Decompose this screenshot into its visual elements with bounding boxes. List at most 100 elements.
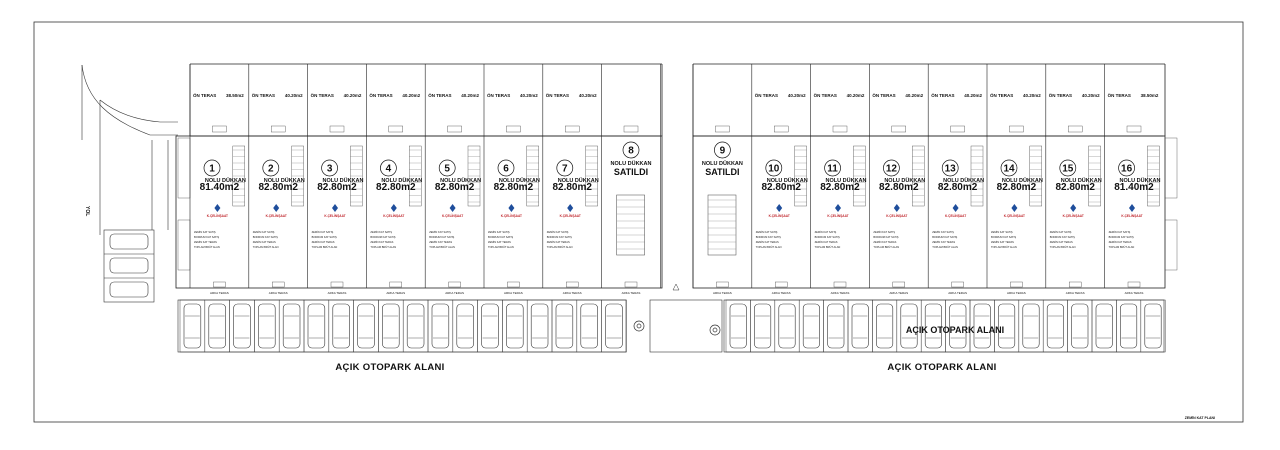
terrace-area: 40.20m2: [788, 93, 806, 98]
unit-area: 82.80m2: [879, 182, 919, 193]
rear-door-icon: [775, 281, 788, 288]
spec-line: TOPLAM BRÜT ALAN: [547, 245, 573, 249]
brand-logo-text: K.ÇELİNŞAAT: [1121, 214, 1142, 218]
spec-line: ZEMİN KAT TERAS: [547, 239, 570, 244]
spec-line: ZEMİN KAT TERAS: [253, 239, 276, 244]
spec-line: ZEMİN KAT SATIŞ: [547, 229, 569, 234]
unit-number: 2: [268, 164, 274, 175]
unit-title: NOLU DÜKKAN: [1061, 177, 1102, 184]
car-icon: [1120, 303, 1138, 349]
car-icon: [481, 303, 499, 349]
stair-core: [707, 194, 737, 256]
rear-door-icon: [213, 281, 226, 288]
rear-door-icon: [507, 281, 520, 288]
brand-logo-text: K.ÇELİNŞAAT: [324, 214, 345, 218]
spec-line: ZEMİN KAT SATIŞ: [873, 229, 895, 234]
spec-line: ZEMİN KAT SATIŞ: [932, 229, 954, 234]
rear-terrace-label: ARKA TERAS: [1066, 291, 1085, 295]
terrace-label: ÖN TERAS: [311, 92, 334, 98]
parking-stall: [551, 299, 578, 353]
car-icon: [357, 303, 375, 349]
unit-number: 9: [720, 146, 726, 157]
rear-terrace-label: ARKA TERAS: [328, 291, 347, 295]
terrace-label: ÖN TERAS: [252, 92, 275, 98]
unit-number: 8: [628, 146, 634, 157]
spec-line: TOPLAM BRÜT ALAN: [370, 245, 396, 249]
stall-outline: [1091, 299, 1117, 353]
car-icon: [802, 303, 820, 349]
car-icon: [382, 303, 400, 349]
entrance-arrow-icon: [672, 283, 680, 291]
spec-line: BODRUM KAT SATIŞ: [991, 235, 1016, 239]
car-icon: [973, 303, 991, 349]
spec-line: ZEMİN KAT SATIŞ: [488, 229, 510, 234]
rear-door-icon: [1068, 281, 1082, 288]
stair-core: [616, 194, 645, 256]
brand-logo-icon: [1070, 204, 1077, 212]
unit-title: NOLU DÜKKAN: [611, 160, 652, 167]
car-icon: [949, 303, 967, 349]
unit-area: 82.80m2: [820, 182, 860, 193]
unit-title: NOLU DÜKKAN: [323, 177, 364, 184]
brand-logo-icon: [952, 204, 959, 212]
unit-area: 82.80m2: [997, 182, 1037, 193]
unit-number-circle: [321, 159, 338, 177]
road-label: YOL: [84, 206, 90, 216]
parking-stall: [1067, 299, 1093, 353]
unit-number: 14: [1003, 164, 1015, 175]
terrace-label: ÖN TERAS: [990, 92, 1013, 98]
unit-area: 82.80m2: [1055, 182, 1095, 193]
unit-number-circle: [714, 141, 731, 159]
spec-line: ZEMİN KAT TERAS: [370, 239, 393, 244]
door-icon: [329, 125, 345, 133]
spec-line: BODRUM KAT SATIŞ: [429, 235, 454, 239]
unit-number: 3: [327, 164, 333, 175]
unit-title: NOLU DÜKKAN: [1002, 177, 1043, 184]
car-icon: [406, 303, 425, 349]
car-icon: [851, 303, 869, 349]
unit-number-circle: [824, 159, 841, 177]
spec-line: BODRUM KAT SATIŞ: [194, 235, 219, 239]
unit-area: 82.80m2: [317, 182, 357, 193]
brand-logo-icon: [893, 204, 900, 212]
terrace-label: ÖN TERAS: [487, 92, 510, 98]
parking-label-mid: AÇIK OTOPARK ALANI: [906, 325, 1004, 335]
car-icon: [183, 303, 202, 349]
brand-logo-text: K.ÇELİNŞAAT: [945, 214, 966, 218]
car-icon: [307, 303, 326, 349]
rear-door-icon: [1127, 281, 1141, 288]
brand-logo-text: K.ÇELİNŞAAT: [266, 214, 287, 218]
spec-line: ZEMİN KAT SATIŞ: [1050, 229, 1072, 234]
rear-door-icon: [389, 281, 402, 288]
sheet-label: ZEMİN KAT PLANI: [1185, 416, 1215, 420]
spec-line: TOPLAM BRÜT ALAN: [932, 245, 958, 249]
manhole-icon: [636, 323, 642, 329]
door-icon: [623, 125, 639, 133]
unit-title: NOLU DÜKKAN: [943, 177, 984, 184]
manhole-icon: [712, 327, 718, 333]
parking-row-left: [179, 299, 627, 353]
parking-stall: [774, 299, 800, 353]
rear-door-icon: [448, 281, 461, 288]
car-icon: [555, 303, 574, 349]
rear-door-icon: [272, 281, 285, 288]
unit-title: NOLU DÜKKAN: [826, 177, 867, 184]
terrace-label: ÖN TERAS: [193, 92, 216, 98]
end-stairs: [177, 137, 1178, 271]
